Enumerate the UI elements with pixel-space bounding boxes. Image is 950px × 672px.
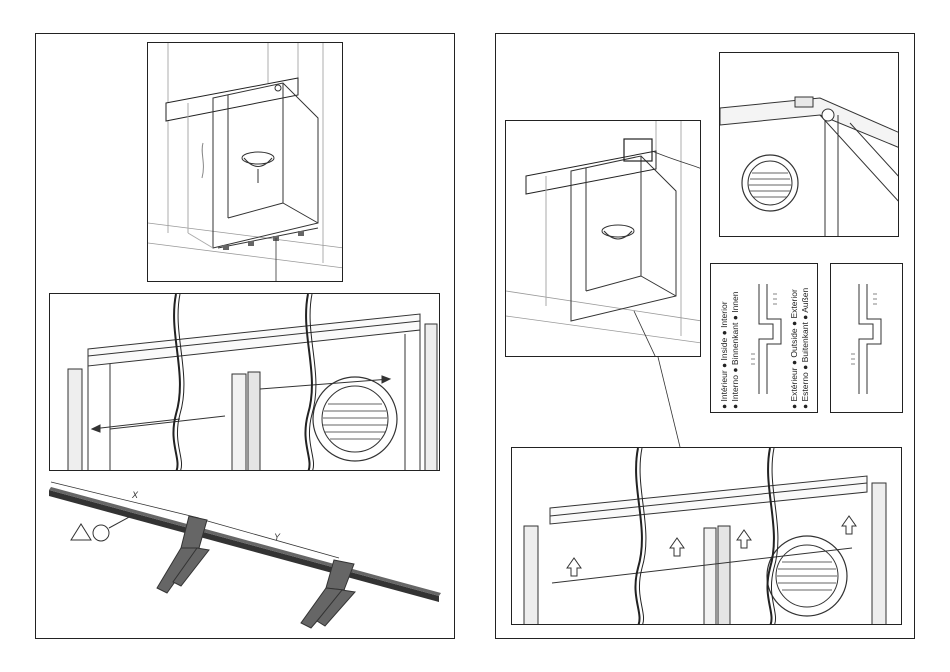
legend-line-2: ● Interno ● Binnenkant ● Innen [730,291,740,409]
legend-line-4: ● Esterno ● Buitenkant ● Außen [800,287,810,409]
left-clamp-diagram: X Y [49,478,449,638]
right-track-detail [511,447,902,625]
right-zoom-vent-detail [719,52,899,237]
dimension-y-label: Y [274,532,281,542]
left-room-illustration [147,42,343,282]
right-orientation-legend: ● Intérieur ● Inside ● Interior ● Intern… [710,263,818,413]
left-track-detail [49,293,440,471]
legend-line-1: ● Intérieur ● Inside ● Interior [719,301,729,409]
triangle-circle-symbol [71,516,131,541]
legend-line-3: ● Extérieur ● Outside ● Exterior [789,289,799,409]
right-profile-section [830,263,903,413]
right-room-illustration [505,120,701,357]
dimension-x-label: X [131,490,139,500]
